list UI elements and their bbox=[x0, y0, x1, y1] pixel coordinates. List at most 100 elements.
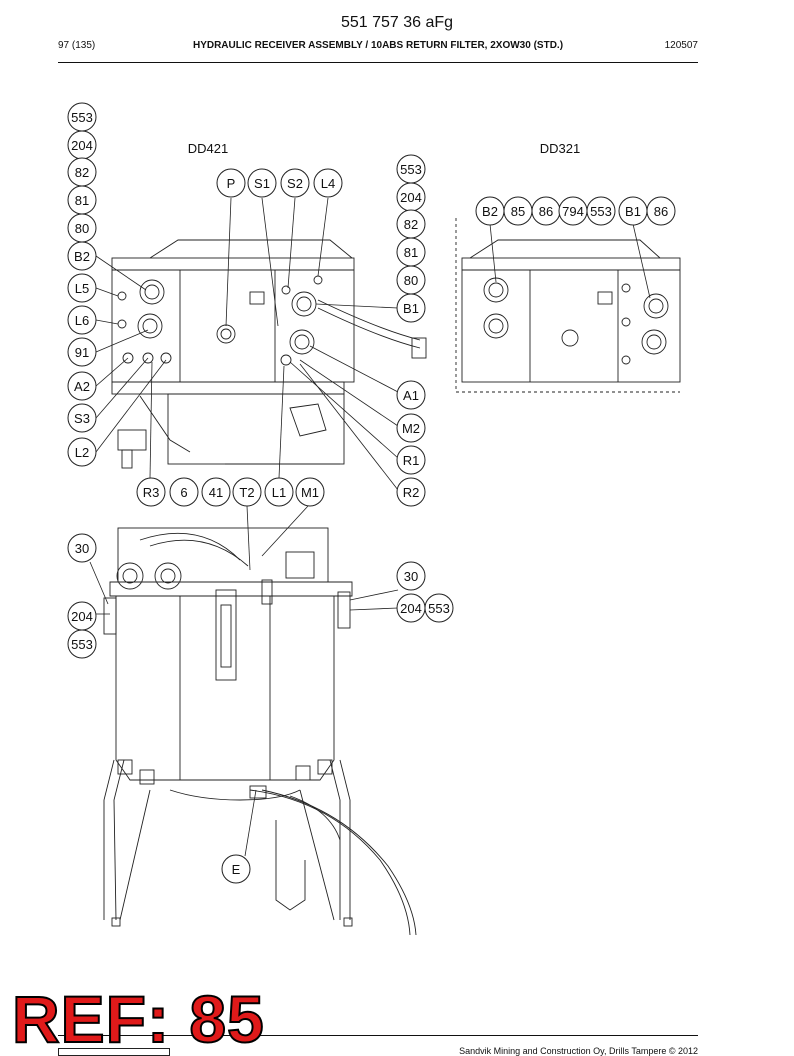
callout-80-mid: 80 bbox=[396, 265, 426, 295]
callout-82: 82 bbox=[67, 157, 97, 187]
svg-text:A2: A2 bbox=[74, 379, 90, 394]
footer-rule bbox=[58, 1035, 698, 1036]
svg-text:L5: L5 bbox=[75, 281, 89, 296]
callout-l4: L4 bbox=[313, 168, 343, 198]
svg-text:A1: A1 bbox=[403, 388, 419, 403]
callout-r2: R2 bbox=[396, 477, 426, 507]
svg-text:L1: L1 bbox=[272, 485, 286, 500]
receiver-top-view-left bbox=[111, 239, 427, 469]
callout-204-tank-left: 204 bbox=[67, 601, 97, 631]
svg-text:86: 86 bbox=[539, 204, 553, 219]
svg-text:S3: S3 bbox=[74, 411, 90, 426]
svg-text:R2: R2 bbox=[403, 485, 420, 500]
svg-text:553: 553 bbox=[428, 601, 450, 616]
date-code: 120507 bbox=[664, 40, 698, 51]
svg-text:204: 204 bbox=[400, 190, 422, 205]
callout-b2: B2 bbox=[67, 241, 97, 271]
svg-text:B1: B1 bbox=[403, 301, 419, 316]
leader-lines bbox=[89, 197, 651, 857]
svg-text:P: P bbox=[227, 176, 236, 191]
svg-text:81: 81 bbox=[75, 193, 89, 208]
svg-text:553: 553 bbox=[590, 204, 612, 219]
header-row: 97 (135) HYDRAULIC RECEIVER ASSEMBLY / 1… bbox=[58, 40, 698, 56]
svg-text:82: 82 bbox=[404, 217, 418, 232]
callout-s3: S3 bbox=[67, 403, 97, 433]
view-label-dd321: DD321 bbox=[540, 141, 580, 156]
callout-r1: R1 bbox=[396, 445, 426, 475]
callout-b1-right: B1 bbox=[618, 196, 648, 226]
callout-s2: S2 bbox=[280, 168, 310, 198]
callout-204-mid: 204 bbox=[396, 182, 426, 212]
callout-30-left: 30 bbox=[67, 533, 97, 563]
callout-e: E bbox=[221, 854, 251, 884]
callout-t2: T2 bbox=[232, 477, 262, 507]
callout-553-right: 553 bbox=[586, 196, 616, 226]
svg-text:91: 91 bbox=[75, 345, 89, 360]
callout-l5: L5 bbox=[67, 273, 97, 303]
svg-text:41: 41 bbox=[209, 485, 223, 500]
svg-text:T2: T2 bbox=[239, 485, 254, 500]
svg-text:S1: S1 bbox=[254, 176, 270, 191]
svg-text:553: 553 bbox=[71, 637, 93, 652]
callout-81-mid: 81 bbox=[396, 237, 426, 267]
svg-text:81: 81 bbox=[404, 245, 418, 260]
callout-bubbles: 553 204 82 81 80 B2 L5 L6 91 A2 S3 L2 P … bbox=[67, 102, 676, 884]
callout-80: 80 bbox=[67, 213, 97, 243]
callout-553-tank-right: 553 bbox=[424, 593, 454, 623]
svg-text:L2: L2 bbox=[75, 445, 89, 460]
callout-81: 81 bbox=[67, 185, 97, 215]
svg-text:L6: L6 bbox=[75, 313, 89, 328]
svg-text:B1: B1 bbox=[625, 204, 641, 219]
receiver-top-view-right bbox=[455, 218, 681, 393]
callout-82-mid: 82 bbox=[396, 209, 426, 239]
callout-91: 91 bbox=[67, 337, 97, 367]
callout-85: 85 bbox=[503, 196, 533, 226]
svg-text:794: 794 bbox=[562, 204, 584, 219]
callout-86-right: 86 bbox=[646, 196, 676, 226]
callout-m2: M2 bbox=[396, 413, 426, 443]
svg-text:553: 553 bbox=[400, 162, 422, 177]
callout-553: 553 bbox=[67, 102, 97, 132]
svg-text:82: 82 bbox=[75, 165, 89, 180]
page-title: HYDRAULIC RECEIVER ASSEMBLY / 10ABS RETU… bbox=[192, 40, 564, 51]
callout-l1: L1 bbox=[264, 477, 294, 507]
footer-copyright: Sandvik Mining and Construction Oy, Dril… bbox=[459, 1046, 698, 1056]
callout-l2: L2 bbox=[67, 437, 97, 467]
svg-text:553: 553 bbox=[71, 110, 93, 125]
callout-b1: B1 bbox=[396, 293, 426, 323]
svg-text:E: E bbox=[232, 862, 241, 877]
callout-30-right: 30 bbox=[396, 561, 426, 591]
callout-r3: R3 bbox=[136, 477, 166, 507]
callout-b2-right: B2 bbox=[475, 196, 505, 226]
callout-794: 794 bbox=[558, 196, 588, 226]
svg-text:204: 204 bbox=[400, 601, 422, 616]
svg-text:30: 30 bbox=[404, 569, 418, 584]
callout-a2: A2 bbox=[67, 371, 97, 401]
ref-stamp: REF: 85 bbox=[11, 982, 265, 1056]
svg-text:86: 86 bbox=[654, 204, 668, 219]
callout-l6: L6 bbox=[67, 305, 97, 335]
page-number: 97 (135) bbox=[58, 40, 96, 51]
callout-6: 6 bbox=[169, 477, 199, 507]
callout-m1: M1 bbox=[295, 477, 325, 507]
document-number: 551 757 36 aFg bbox=[340, 14, 454, 31]
svg-text:85: 85 bbox=[511, 204, 525, 219]
svg-text:80: 80 bbox=[404, 273, 418, 288]
callout-86: 86 bbox=[531, 196, 561, 226]
callout-41: 41 bbox=[201, 477, 231, 507]
callout-a1: A1 bbox=[396, 380, 426, 410]
svg-text:B2: B2 bbox=[74, 249, 90, 264]
callout-204: 204 bbox=[67, 130, 97, 160]
callout-553-tank-left: 553 bbox=[67, 629, 97, 659]
svg-text:B2: B2 bbox=[482, 204, 498, 219]
svg-text:80: 80 bbox=[75, 221, 89, 236]
svg-text:M1: M1 bbox=[301, 485, 319, 500]
callout-204-tank-right: 204 bbox=[396, 593, 426, 623]
svg-text:204: 204 bbox=[71, 609, 93, 624]
callout-s1: S1 bbox=[247, 168, 277, 198]
svg-text:M2: M2 bbox=[402, 421, 420, 436]
svg-text:R1: R1 bbox=[403, 453, 420, 468]
svg-text:S2: S2 bbox=[287, 176, 303, 191]
svg-text:6: 6 bbox=[180, 485, 187, 500]
